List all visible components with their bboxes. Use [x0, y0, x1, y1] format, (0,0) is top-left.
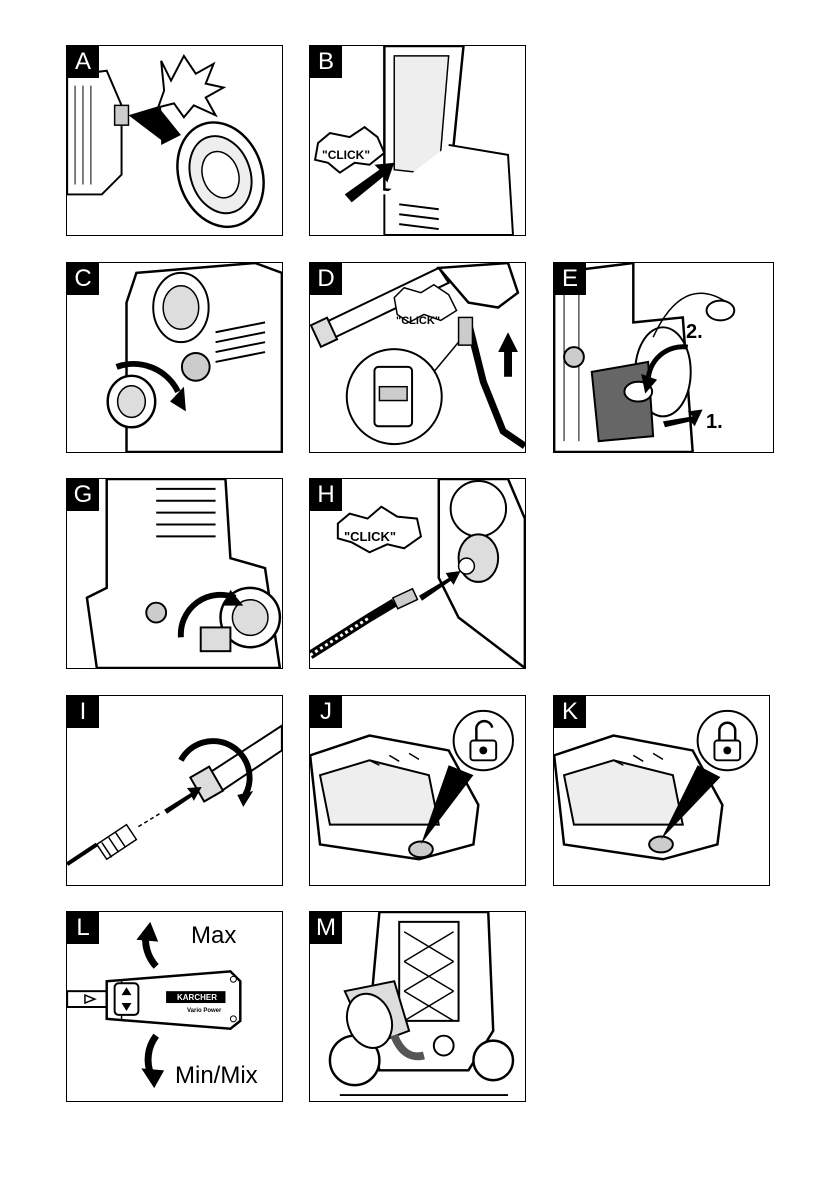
panel-letter: H: [310, 479, 342, 511]
click-callout: "CLICK": [396, 315, 440, 327]
panel-k: K: [553, 695, 770, 886]
panel-g: G: [66, 478, 283, 669]
panel-letter: C: [67, 263, 99, 295]
illustration-hose-to-machine: [310, 479, 525, 668]
illustration-hose-to-gun: [310, 263, 525, 452]
panel-letter: J: [310, 696, 342, 728]
max-label: Max: [191, 922, 236, 950]
illustration-nozzle-to-lance: [67, 696, 282, 885]
panel-m: M: [309, 911, 526, 1102]
illustration-detergent-bottle: [310, 912, 525, 1101]
min-mix-label: Min/Mix: [175, 1062, 258, 1090]
illustration-handle-click: [310, 46, 525, 235]
panel-d: D "CLICK": [309, 262, 526, 453]
brand-logo-text: KARCHER: [177, 993, 217, 1002]
panel-c: C: [66, 262, 283, 453]
step-label-2: 2.: [686, 321, 703, 344]
panel-letter: G: [67, 479, 99, 511]
panel-h: H "CLICK": [309, 478, 526, 669]
illustration-water-connection: [67, 263, 282, 452]
panel-letter: I: [67, 696, 99, 728]
illustration-nozzle-holder: [67, 46, 282, 235]
illustration-trigger-locked: [554, 696, 769, 885]
panel-letter: D: [310, 263, 342, 295]
click-callout: "CLICK": [344, 529, 396, 544]
illustration-high-pressure-outlet: [67, 479, 282, 668]
panel-letter: K: [554, 696, 586, 728]
click-callout: "CLICK": [322, 148, 370, 162]
panel-letter: A: [67, 46, 99, 78]
panel-a: A: [66, 45, 283, 236]
panel-letter: B: [310, 46, 342, 78]
panel-i: I: [66, 695, 283, 886]
illustration-trigger-unlocked: [310, 696, 525, 885]
panel-j: J: [309, 695, 526, 886]
panel-letter: L: [67, 912, 99, 944]
panel-e: E 1. 2.: [553, 262, 774, 453]
panel-l: L Max Min/Mix KARCHER Vario Power: [66, 911, 283, 1102]
panel-letter: E: [554, 263, 586, 295]
illustration-detergent-tank: [554, 263, 773, 452]
model-name: Vario Power: [187, 1008, 221, 1014]
panel-b: B "CLICK": [309, 45, 526, 236]
step-label-1: 1.: [706, 411, 723, 434]
panel-letter: M: [310, 912, 342, 944]
